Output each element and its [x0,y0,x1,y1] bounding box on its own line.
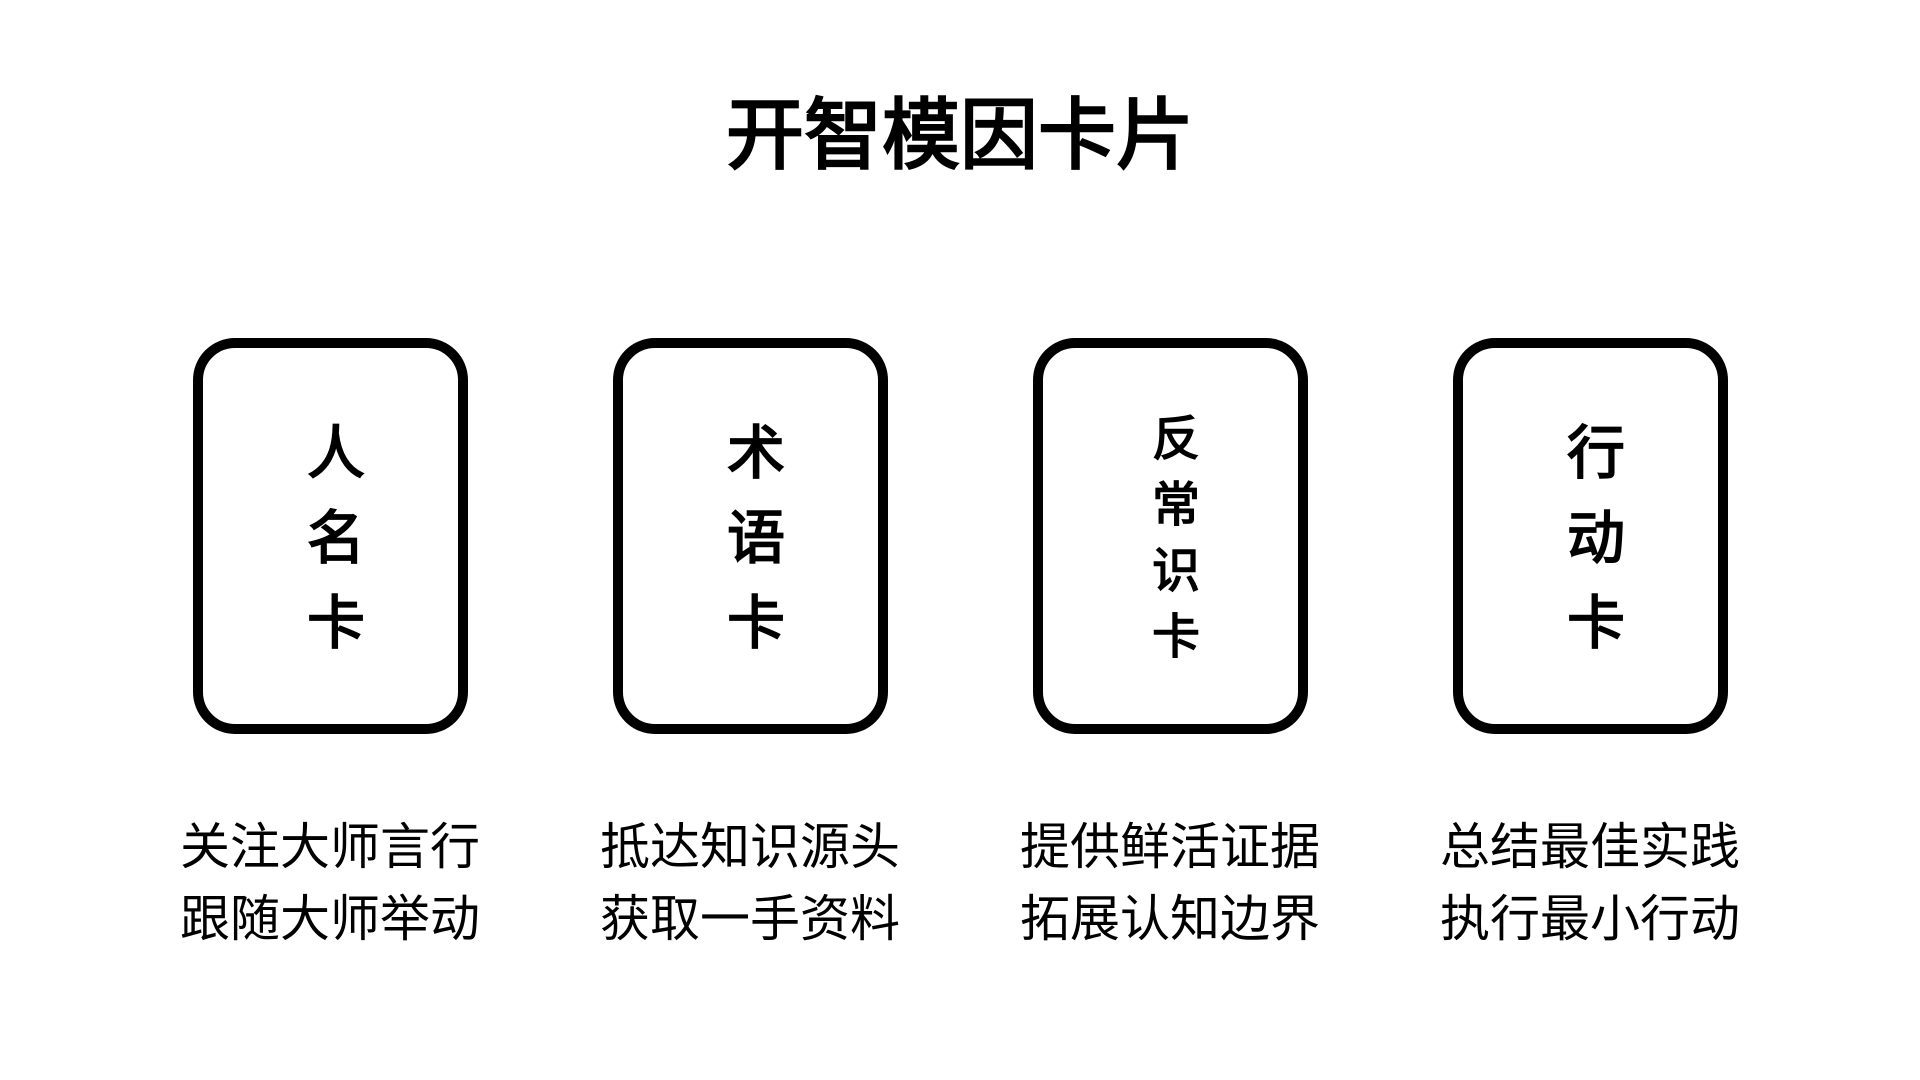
card-title: 行动卡 [1558,422,1623,677]
page-title: 开智模因卡片 [725,91,1194,179]
card-column-term-card: 术语卡 抵达知识源头 获取一手资料 [600,338,900,955]
card-description-line: 总结最佳实践 [1440,819,1740,875]
meme-card-name: 人名卡 [192,338,468,734]
card-description-line: 关注大师言行 [180,819,480,875]
card-title: 人名卡 [298,422,363,677]
meme-card-anti-common-sense: 反常识卡 [1032,338,1308,734]
card-column-action-card: 行动卡 总结最佳实践 执行最小行动 [1440,338,1740,955]
card-description: 提供鲜活证据 拓展认知边界 [1020,811,1320,955]
card-description-line: 提供鲜活证据 [1020,819,1320,875]
card-description-line: 拓展认知边界 [1020,891,1320,947]
meme-card-term: 术语卡 [612,338,888,734]
cards-row: 人名卡 关注大师言行 跟随大师举动 术语卡 抵达知识源头 获取一手资料 反常识卡… [0,338,1920,955]
card-title: 反常识卡 [1144,413,1197,677]
card-description: 抵达知识源头 获取一手资料 [600,811,900,955]
card-description-line: 跟随大师举动 [180,891,480,947]
meme-card-action: 行动卡 [1452,338,1728,734]
card-title: 术语卡 [718,422,783,677]
card-column-anti-common-sense-card: 反常识卡 提供鲜活证据 拓展认知边界 [1020,338,1320,955]
card-description: 总结最佳实践 执行最小行动 [1440,811,1740,955]
card-description: 关注大师言行 跟随大师举动 [180,811,480,955]
card-column-name-card: 人名卡 关注大师言行 跟随大师举动 [180,338,480,955]
card-description-line: 执行最小行动 [1440,891,1740,947]
card-description-line: 获取一手资料 [600,891,900,947]
card-description-line: 抵达知识源头 [600,819,900,875]
